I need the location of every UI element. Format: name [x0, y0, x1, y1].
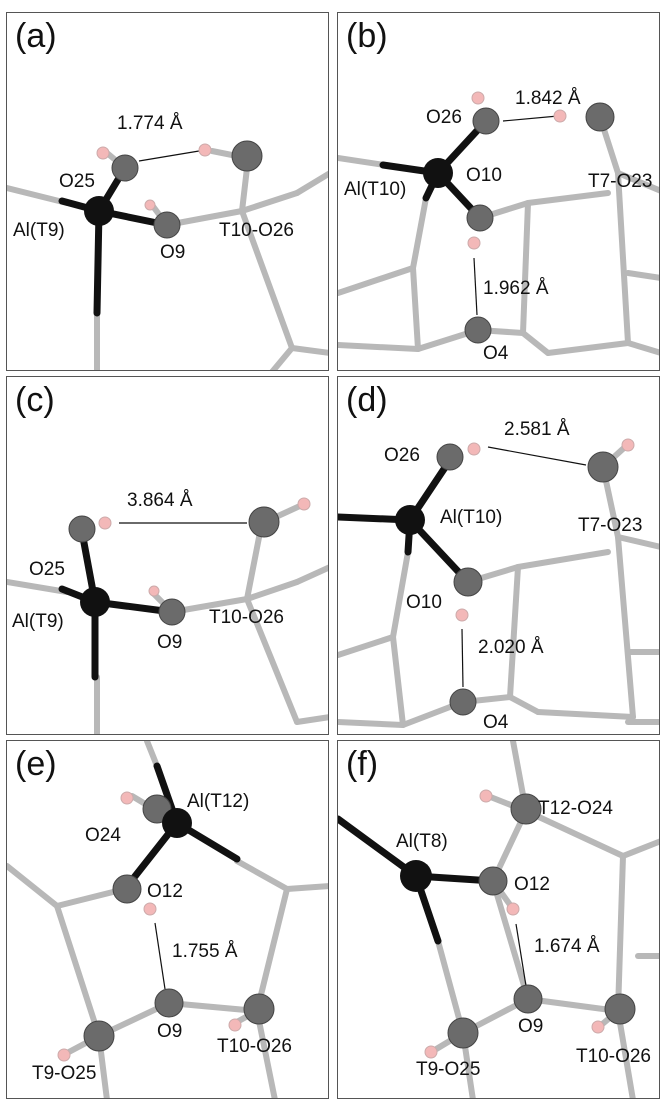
panel-f: (f) T12-O24 Al(T8) O12 1.674 Å O9 T9-O25…: [337, 740, 660, 1099]
atom-label-o25: O25: [29, 559, 65, 580]
atom-label-t: T7-O23: [588, 171, 653, 192]
distance-label-1: 1.842 Å: [515, 88, 581, 109]
distance-label-1: 2.581 Å: [504, 419, 570, 440]
atom-label-o24: O24: [85, 825, 121, 846]
distance-label-2: 2.020 Å: [478, 637, 544, 658]
panel-label: (e): [15, 745, 57, 783]
atom-label-o9: O9: [157, 632, 183, 653]
atom-label-o4: O4: [483, 712, 509, 733]
atom-label-t1: T9-O25: [32, 1063, 97, 1084]
atom-label-o26: O26: [384, 445, 420, 466]
panel-label: (a): [15, 17, 57, 55]
atom-label-t1: T9-O25: [416, 1059, 481, 1080]
panel-d: (d) O26 2.581 Å Al(T10) T7-O23 O10 2.020…: [337, 376, 660, 735]
atom-label-o9: O9: [160, 242, 186, 263]
panel-label: (f): [346, 745, 379, 783]
panel-b: (b) O26 1.842 Å Al(T10) O10 T7-O23 1.962…: [337, 12, 660, 371]
atom-label-al: Al(T8): [396, 831, 448, 852]
atom-label-al: Al(T10): [344, 179, 407, 200]
panel-label: (c): [15, 381, 55, 419]
structure-e: [7, 741, 328, 1098]
atom-label-o10: O10: [406, 592, 442, 613]
distance-label-2: 1.962 Å: [483, 278, 549, 299]
panel-c: (c) 3.864 Å O25 Al(T9) O9 T10-O26: [6, 376, 329, 735]
atom-label-o25: O25: [59, 171, 95, 192]
atom-label-o26: O26: [426, 107, 462, 128]
distance-label: 1.674 Å: [534, 936, 600, 957]
atom-label-al: Al(T9): [12, 611, 64, 632]
panel-label: (b): [346, 17, 388, 55]
atom-label-t: T12-O24: [538, 798, 613, 819]
structure-d: [338, 438, 659, 728]
atom-label-o10: O10: [466, 165, 502, 186]
atom-label-al: Al(T12): [187, 791, 250, 812]
structure-c: [7, 497, 328, 734]
atom-label-t: T10-O26: [209, 607, 284, 628]
atom-label-o12: O12: [147, 881, 183, 902]
structure-b: [338, 91, 659, 356]
atom-label-al: Al(T9): [13, 220, 65, 241]
panel-label: (d): [346, 381, 388, 419]
atom-label-o12: O12: [514, 874, 550, 895]
atom-label-al: Al(T10): [440, 507, 503, 528]
atom-label-t: T7-O23: [578, 515, 643, 536]
atom-label-o9: O9: [157, 1021, 183, 1042]
distance-label: 3.864 Å: [127, 490, 193, 511]
structure-a: [7, 140, 328, 370]
distance-label: 1.755 Å: [172, 941, 238, 962]
panel-a: (a) 1.774 Å O25 Al(T9) O9 T10-O26: [6, 12, 329, 371]
distance-label: 1.774 Å: [117, 113, 183, 134]
atom-label-t: T10-O26: [219, 220, 294, 241]
atom-label-o4: O4: [483, 343, 509, 364]
structure-f: [338, 741, 659, 1098]
panel-e: (e) Al(T12) O24 O12 1.755 Å O9 T9-O25 T1…: [6, 740, 329, 1099]
atom-label-t2: T10-O26: [576, 1046, 651, 1067]
atom-label-o9: O9: [518, 1016, 544, 1037]
atom-label-t2: T10-O26: [217, 1036, 292, 1057]
